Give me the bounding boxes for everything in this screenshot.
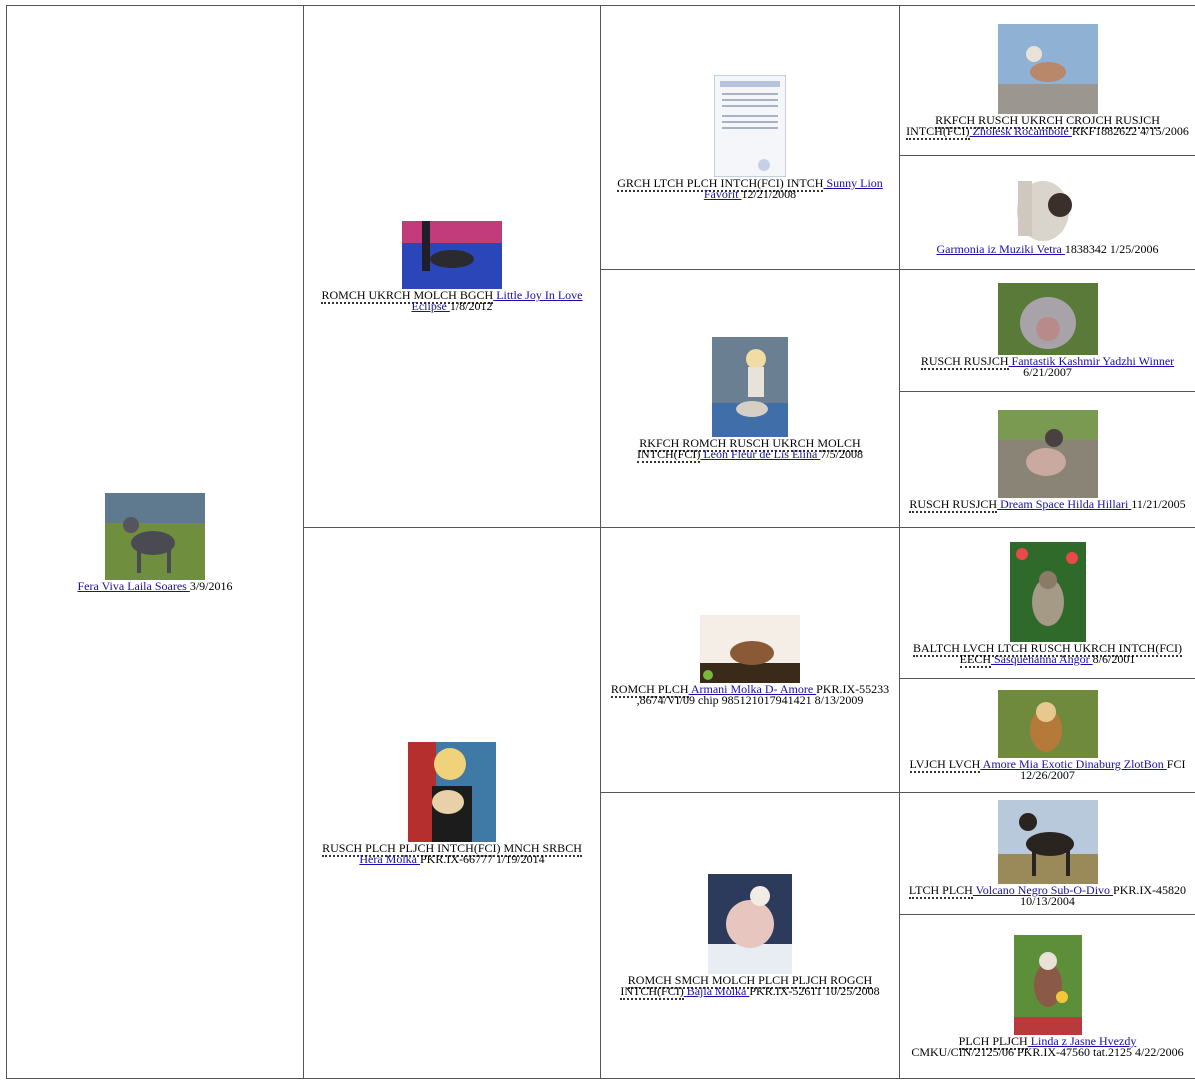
dog-name-link[interactable]: Hera Molka xyxy=(359,851,420,866)
dog-titles: ROMCH PLCH xyxy=(610,681,689,698)
dog-details: 1838342 1/25/2006 xyxy=(1064,241,1159,256)
dog-titles: ROMCH UKRCH MOLCH BGCH xyxy=(321,288,494,305)
pedigree-cell-ggp-6: LVJCH LVCH Amore Mia Exotic Dinaburg Zlo… xyxy=(899,677,1195,793)
pedigree-cell-dam: RUSCH PLCH PLJCH INTCH(FCI) MNCH SRBCH H… xyxy=(303,527,601,1079)
dog-photo xyxy=(1009,541,1086,642)
dog-photo xyxy=(708,873,792,974)
dog-details: CMKU/CIN/2125/06 PKR.IX-47560 tat.2125 4… xyxy=(911,1044,1184,1059)
pedigree-cell-dam-sire: ROMCH PLCH Armani Molka D- Amore PKR.IX-… xyxy=(600,527,900,793)
dog-titles: LVJCH LVCH xyxy=(909,756,981,773)
dog-titles: RKFCH ROMCH RUSCH UKRCH MOLCH INTCH(FCI) xyxy=(637,436,861,464)
pedigree-cell-ggp-4: RUSCH RUSJCH Dream Space Hilda Hillari 1… xyxy=(899,391,1195,529)
pedigree-cell-ggp-5: BALTCH LVCH LTCH RUSCH UKRCH INTCH(FCI) … xyxy=(899,527,1195,679)
dog-photo xyxy=(712,337,788,438)
dog-name-link[interactable]: Armani Molka D- Amore xyxy=(688,681,817,696)
dog-details: 1/8/2012 xyxy=(449,299,493,314)
pedigree-cell-ggp-2: Garmonia iz Muziki Vetra 1838342 1/25/20… xyxy=(899,155,1195,271)
dog-details: FCI 12/26/2007 xyxy=(1020,756,1186,782)
dog-name-link[interactable]: Fera Viva Laila Soares xyxy=(77,578,190,593)
dog-titles: PLCH PLJCH xyxy=(958,1033,1028,1050)
dog-photo xyxy=(105,492,205,580)
dog-details: PKR.IX-45820 10/13/2004 xyxy=(1020,882,1187,908)
dog-photo xyxy=(1013,934,1082,1035)
pedigree-cell-ggp-3: RUSCH RUSJCH Fantastik Kashmir Yadzhi Wi… xyxy=(899,269,1195,393)
dog-details: 7/5/2008 xyxy=(820,447,863,462)
dog-titles: RUSCH RUSJCH xyxy=(909,496,998,513)
dog-titles: RUSCH PLCH PLJCH INTCH(FCI) MNCH SRBCH xyxy=(322,840,582,857)
dog-details: 6/21/2007 xyxy=(1023,365,1072,380)
pedigree-cell-sire: ROMCH UKRCH MOLCH BGCH Little Joy In Lov… xyxy=(303,4,601,529)
dog-photo xyxy=(997,283,1098,356)
dog-details: PKR.IX-52611 10/25/2008 xyxy=(749,983,880,998)
dog-details: 8/6/2001 xyxy=(1092,651,1136,666)
dog-name-link[interactable]: Little Joy In Love Eclipse xyxy=(411,288,583,314)
dog-photo xyxy=(402,221,502,290)
dog-photo xyxy=(997,799,1098,884)
dog-photo xyxy=(997,409,1098,498)
dog-titles: ROMCH SMCH MOLCH PLCH PLJCH ROGCH INTCH(… xyxy=(620,972,873,1000)
dog-name-link[interactable]: Sunny Lion Favorit xyxy=(703,176,883,202)
dog-details: 3/9/2016 xyxy=(189,578,233,593)
dog-titles: BALTCH LVCH LTCH RUSCH UKRCH INTCH(FCI) … xyxy=(912,640,1183,668)
dog-name-link[interactable]: Sasquehanna Angor xyxy=(991,651,1093,666)
dog-name-link[interactable]: Leon Fleur de Lis Elina xyxy=(700,447,821,462)
dog-name-link[interactable]: Bajla Molka xyxy=(683,983,750,998)
pedigree-cell-ggp-1: RKFCH RUSCH UKRCH CROJCH RUSJCH INTCH(FC… xyxy=(899,4,1195,157)
dog-photo xyxy=(700,614,800,683)
dog-name-link[interactable]: Garmonia iz Muziki Vetra xyxy=(936,241,1065,256)
dog-details: RKF1882622 4/15/2006 xyxy=(1071,124,1189,139)
dog-name-link[interactable]: Amore Mia Exotic Dinaburg ZlotBon xyxy=(980,756,1167,771)
dog-name-link[interactable]: Volcano Negro Sub-O-Divo xyxy=(972,882,1114,897)
dog-name-link[interactable]: Dream Space Hilda Hillari xyxy=(997,496,1132,511)
dog-photo xyxy=(997,170,1098,243)
dog-details: PKR.IX-55233 ,8674/VI/09 chip 9851210179… xyxy=(636,681,890,707)
dog-details: 12/21/2008 xyxy=(741,187,797,202)
pedigree-cell-sire-sire: GRCH LTCH PLCH INTCH(FCI) INTCH Sunny Li… xyxy=(600,4,900,271)
dog-titles: GRCH LTCH PLCH INTCH(FCI) INTCH xyxy=(617,176,824,193)
dog-titles: RKFCH RUSCH UKRCH CROJCH RUSJCH INTCH(FC… xyxy=(906,113,1160,141)
pedigree-table: Fera Viva Laila Soares 3/9/2016 ROMCH UK… xyxy=(6,4,1195,1080)
dog-photo xyxy=(997,24,1098,115)
pedigree-cell-dam-dam: ROMCH SMCH MOLCH PLCH PLJCH ROGCH INTCH(… xyxy=(600,791,900,1080)
pedigree-cell-ggp-8: PLCH PLJCH Linda z Jasne Hvezdy CMKU/CIN… xyxy=(899,913,1195,1080)
certificate-image xyxy=(714,75,786,178)
pedigree-cell-subject: Fera Viva Laila Soares 3/9/2016 xyxy=(6,5,304,1079)
dog-name-link[interactable]: Linda z Jasne Hvezdy xyxy=(1027,1033,1137,1048)
dog-photo xyxy=(408,741,496,842)
dog-details: 11/21/2005 xyxy=(1131,496,1186,511)
dog-photo xyxy=(997,689,1098,758)
dog-details: PKR.IX-66777 1/19/2014 xyxy=(419,851,545,866)
pedigree-cell-sire-dam: RKFCH ROMCH RUSCH UKRCH MOLCH INTCH(FCI)… xyxy=(600,269,900,529)
dog-name-link[interactable]: Zholesk Rocambole xyxy=(969,124,1072,139)
dog-titles: LTCH PLCH xyxy=(908,882,973,899)
dog-titles: RUSCH RUSJCH xyxy=(920,354,1009,371)
pedigree-cell-ggp-7: LTCH PLCH Volcano Negro Sub-O-Divo PKR.I… xyxy=(899,791,1195,915)
dog-name-link[interactable]: Fantastik Kashmir Yadzhi Winner xyxy=(1008,354,1175,369)
